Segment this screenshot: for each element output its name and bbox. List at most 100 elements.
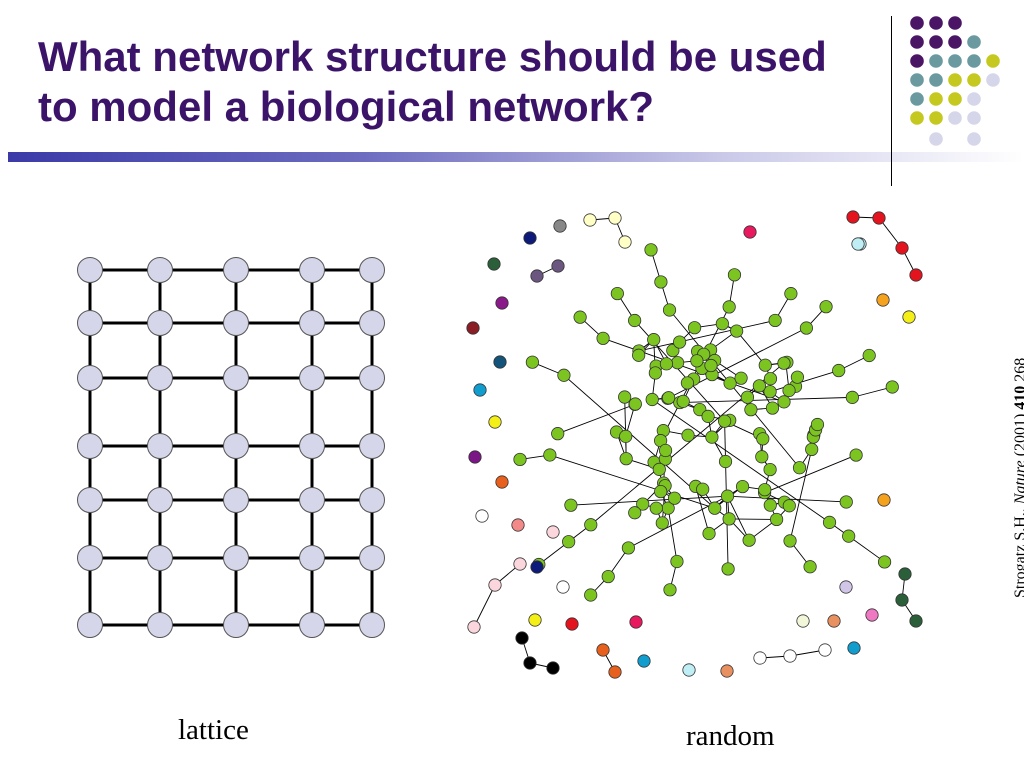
random-node xyxy=(619,429,633,443)
citation-page: 268 xyxy=(1012,357,1024,382)
random-node xyxy=(898,567,912,581)
decor-dot xyxy=(948,54,962,68)
random-node xyxy=(810,417,825,432)
random-node xyxy=(777,395,791,409)
random-node xyxy=(513,557,527,571)
lattice-node xyxy=(299,433,325,459)
random-node xyxy=(740,390,755,404)
decor-dot xyxy=(948,92,962,106)
random-node xyxy=(662,391,676,405)
random-node xyxy=(670,554,684,569)
lattice-node xyxy=(299,257,325,283)
random-node xyxy=(584,588,598,602)
random-node xyxy=(758,483,772,497)
random-edge xyxy=(667,508,678,562)
random-node xyxy=(511,518,525,532)
random-node xyxy=(647,333,661,347)
random-node xyxy=(493,355,507,369)
random-edge xyxy=(852,386,893,398)
random-node xyxy=(720,489,735,503)
lattice-nodes xyxy=(77,257,385,638)
lattice-node xyxy=(77,612,103,638)
lattice-node xyxy=(147,545,173,571)
decor-dot xyxy=(910,92,924,106)
random-node xyxy=(753,651,767,665)
random-node xyxy=(632,348,646,362)
decor-dot xyxy=(967,111,981,125)
title-gradient-bar xyxy=(8,152,1024,162)
random-node xyxy=(803,560,817,574)
random-node xyxy=(768,313,782,328)
lattice-caption: lattice xyxy=(178,714,249,746)
random-node xyxy=(628,397,642,411)
lattice-node xyxy=(223,257,249,283)
random-edge xyxy=(638,320,776,352)
random-edge xyxy=(769,370,839,393)
lattice-node xyxy=(223,612,249,638)
random-node xyxy=(722,300,736,314)
random-node xyxy=(676,394,690,408)
random-node xyxy=(752,379,766,393)
random-node xyxy=(596,331,610,345)
random-node xyxy=(758,358,772,372)
random-node xyxy=(637,654,651,668)
random-node xyxy=(765,401,780,415)
random-edge xyxy=(549,454,715,509)
random-node xyxy=(839,580,853,594)
random-node xyxy=(467,620,481,634)
random-node xyxy=(839,495,853,509)
random-node xyxy=(659,357,674,371)
random-edge xyxy=(848,535,885,563)
random-node xyxy=(799,321,814,335)
random-node xyxy=(877,493,891,507)
random-node xyxy=(556,580,570,594)
decor-dot xyxy=(910,54,924,68)
random-node xyxy=(543,448,557,462)
random-node xyxy=(551,259,565,273)
random-node xyxy=(909,268,923,282)
random-node xyxy=(792,461,807,475)
random-edge xyxy=(651,399,830,523)
random-node xyxy=(654,275,668,289)
random-node xyxy=(608,665,622,679)
random-node xyxy=(584,518,598,532)
random-node xyxy=(515,631,529,645)
random-node xyxy=(722,512,736,526)
random-node xyxy=(718,414,732,428)
random-node xyxy=(629,615,643,629)
random-node xyxy=(782,499,796,513)
random-edge xyxy=(669,309,800,469)
random-node xyxy=(553,219,567,233)
random-node xyxy=(718,454,733,469)
decor-dot xyxy=(929,35,943,49)
lattice-node xyxy=(147,433,173,459)
random-node xyxy=(721,562,735,576)
random-node xyxy=(782,383,796,398)
random-node xyxy=(475,509,489,523)
random-node xyxy=(701,409,715,423)
lattice-node xyxy=(77,433,103,459)
random-node xyxy=(662,303,677,317)
random-edge xyxy=(764,454,857,494)
random-node xyxy=(845,390,859,404)
random-node xyxy=(468,450,482,464)
decor-dot xyxy=(948,16,962,30)
random-node xyxy=(495,475,509,489)
random-node xyxy=(565,617,579,631)
random-node xyxy=(682,663,696,677)
random-node xyxy=(876,293,890,307)
random-edge xyxy=(736,330,766,366)
random-node xyxy=(687,321,702,335)
random-node xyxy=(546,525,560,539)
random-node xyxy=(755,450,769,464)
random-node xyxy=(562,535,576,549)
random-node xyxy=(819,300,833,314)
decor-dot xyxy=(967,73,981,87)
lattice-node xyxy=(299,487,325,513)
decor-dot xyxy=(929,92,943,106)
decor-dot xyxy=(967,92,981,106)
random-node xyxy=(885,380,899,394)
random-node xyxy=(673,335,687,349)
random-node xyxy=(663,583,677,597)
random-node xyxy=(610,286,624,301)
